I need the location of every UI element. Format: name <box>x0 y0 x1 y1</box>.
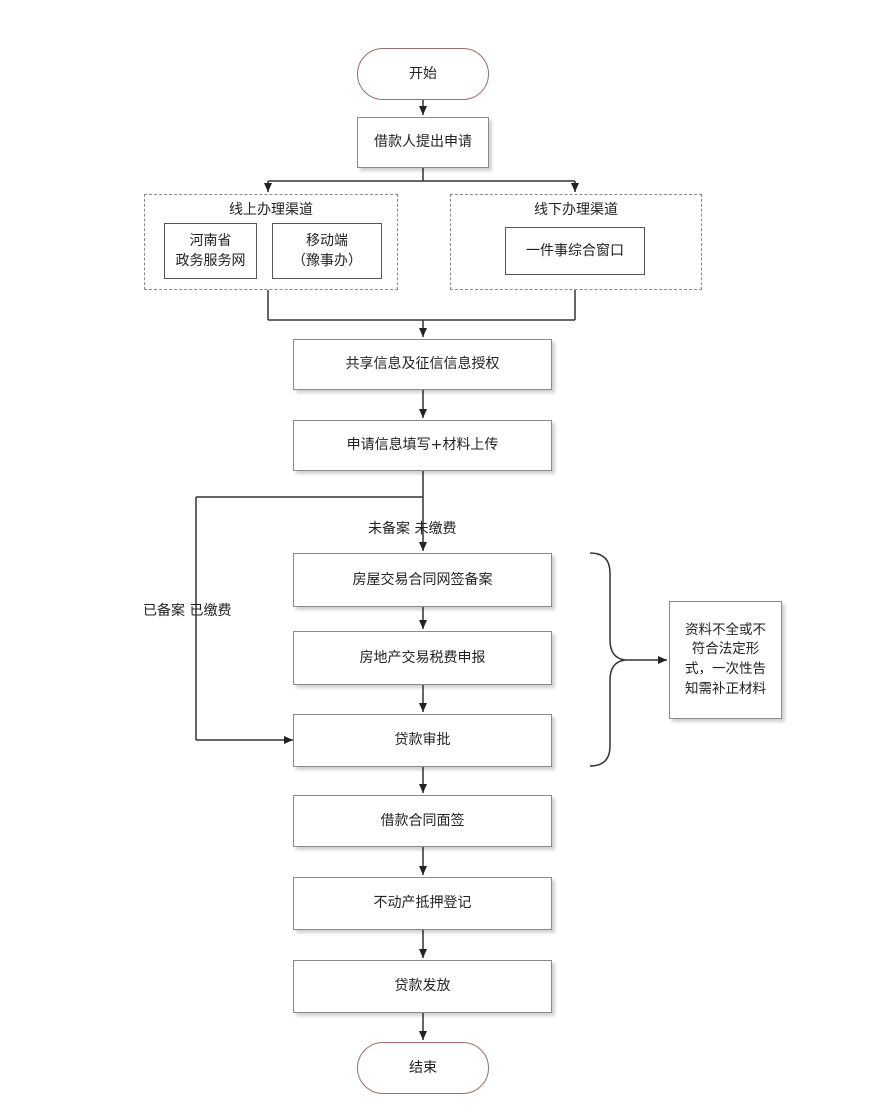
apply-step: 借款人提出申请 <box>357 117 489 168</box>
offline-channel-title: 线下办理渠道 <box>534 202 618 218</box>
branch-not-filed-label: 未备案 未缴费 <box>368 521 457 537</box>
fill-upload-step: 申请信息填写+材料上传 <box>293 420 552 471</box>
loan-disburse-step: 贷款发放 <box>293 960 552 1013</box>
online-channel-group: 线上办理渠道 <box>144 194 398 290</box>
offline-channel-group: 线下办理渠道 <box>450 194 702 290</box>
loan-approval-step: 贷款审批 <box>293 714 552 767</box>
tax-declare-step: 房地产交易税费申报 <box>293 631 552 685</box>
online-channel-title: 线上办理渠道 <box>229 202 313 218</box>
branch-filed-label: 已备案 已缴费 <box>143 603 232 619</box>
brace <box>589 552 626 767</box>
loan-contract-sign-step: 借款合同面签 <box>293 795 552 847</box>
authorize-step: 共享信息及征信信息授权 <box>293 339 552 390</box>
start-node: 开始 <box>357 48 489 100</box>
mobile-channel: 移动端 （豫事办） <box>272 223 382 279</box>
contract-filing-step: 房屋交易合同网签备案 <box>293 553 552 607</box>
mortgage-register-step: 不动产抵押登记 <box>293 877 552 930</box>
service-window-channel: 一件事综合窗口 <box>505 227 645 275</box>
incomplete-materials-note: 资料不全或不 符合法定形 式，一次性告 知需补正材料 <box>669 601 782 719</box>
henan-portal-channel: 河南省 政务服务网 <box>164 223 257 279</box>
end-node: 结束 <box>357 1042 489 1094</box>
